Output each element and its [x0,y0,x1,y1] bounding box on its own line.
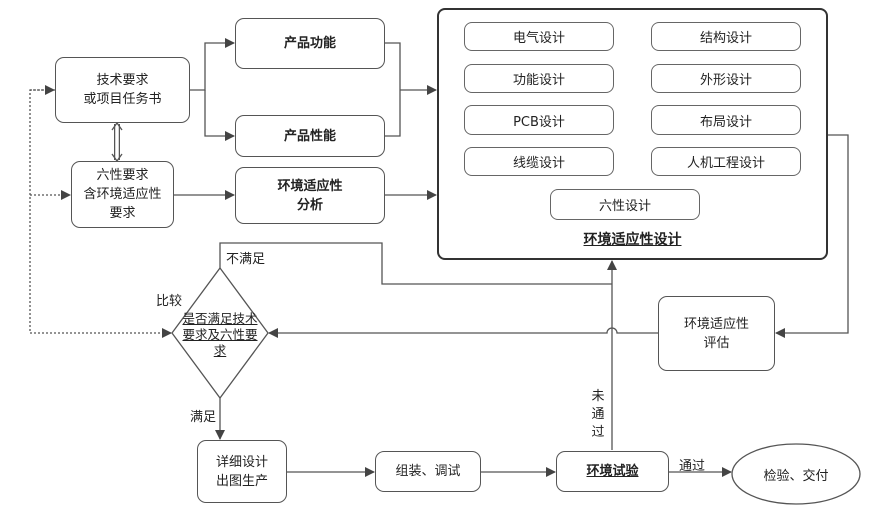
fail-char3: 过 [591,425,605,440]
design-item-pcb: PCB设计 [464,105,614,135]
six-requirements-box: 六性要求含环境适应性要求 [71,161,174,228]
design-item-six: 六性设计 [550,189,700,220]
design-item-ergonomics: 人机工程设计 [651,147,801,176]
six-req-line1: 六性要求 [96,168,149,183]
decision-text: 是否满足技术要求及六性要求 [181,311,259,359]
delivery-label: 检验、交付 [763,469,829,484]
not-satisfied-label: 不满足 [226,252,266,267]
decision-line3: 求 [213,343,227,358]
env-analysis-box: 环境适应性分析 [235,167,385,224]
env-test-label: 环境试验 [586,464,639,479]
satisfied-label: 满足 [190,410,217,425]
tech-req-line1: 技术要求 [96,73,149,88]
design-item-electrical: 电气设计 [464,22,614,51]
design-item-layout: 布局设计 [651,105,801,135]
tech-req-line2: 或项目任务书 [83,92,162,107]
assembly-box: 组装、调试 [375,451,481,492]
decision-line1: 是否满足技术 [182,311,258,326]
compare-label: 比较 [156,294,183,309]
design-item-shape: 外形设计 [651,64,801,93]
decision-line2: 要求及六性要 [182,327,258,342]
env-evaluation-box: 环境适应性评估 [658,296,775,371]
env-analysis-line2: 分析 [296,197,323,213]
env-analysis-line1: 环境适应性 [277,178,343,194]
product-function-label: 产品功能 [283,36,336,51]
env-design-title: 环境适应性设计 [583,232,682,248]
assembly-label: 组装、调试 [395,464,461,479]
evaluation-line1: 环境适应性 [683,316,749,332]
tech-requirements-box: 技术要求或项目任务书 [55,57,190,123]
design-item-structure: 结构设计 [651,22,801,51]
design-item-function: 功能设计 [464,64,614,93]
delivery-ellipse [731,443,861,505]
evaluation-line2: 评估 [703,335,730,351]
decision-diamond [171,266,269,400]
fail-char1: 未 [591,389,605,404]
product-performance-box: 产品性能 [235,115,385,157]
fail-char2: 通 [591,407,605,422]
detail-design-box: 详细设计出图生产 [197,440,287,503]
design-item-cable: 线缆设计 [464,147,614,176]
six-req-line2: 含环境适应性 [83,187,162,202]
product-performance-label: 产品性能 [283,128,336,144]
six-req-line3: 要求 [109,206,136,221]
detail-design-line1: 详细设计 [215,454,268,470]
pass-label: 通过 [679,459,706,474]
product-function-box: 产品功能 [235,18,385,69]
env-test-box: 环境试验 [556,451,669,492]
detail-design-line2: 出图生产 [215,473,268,489]
fail-label: 未通过 [590,388,606,442]
